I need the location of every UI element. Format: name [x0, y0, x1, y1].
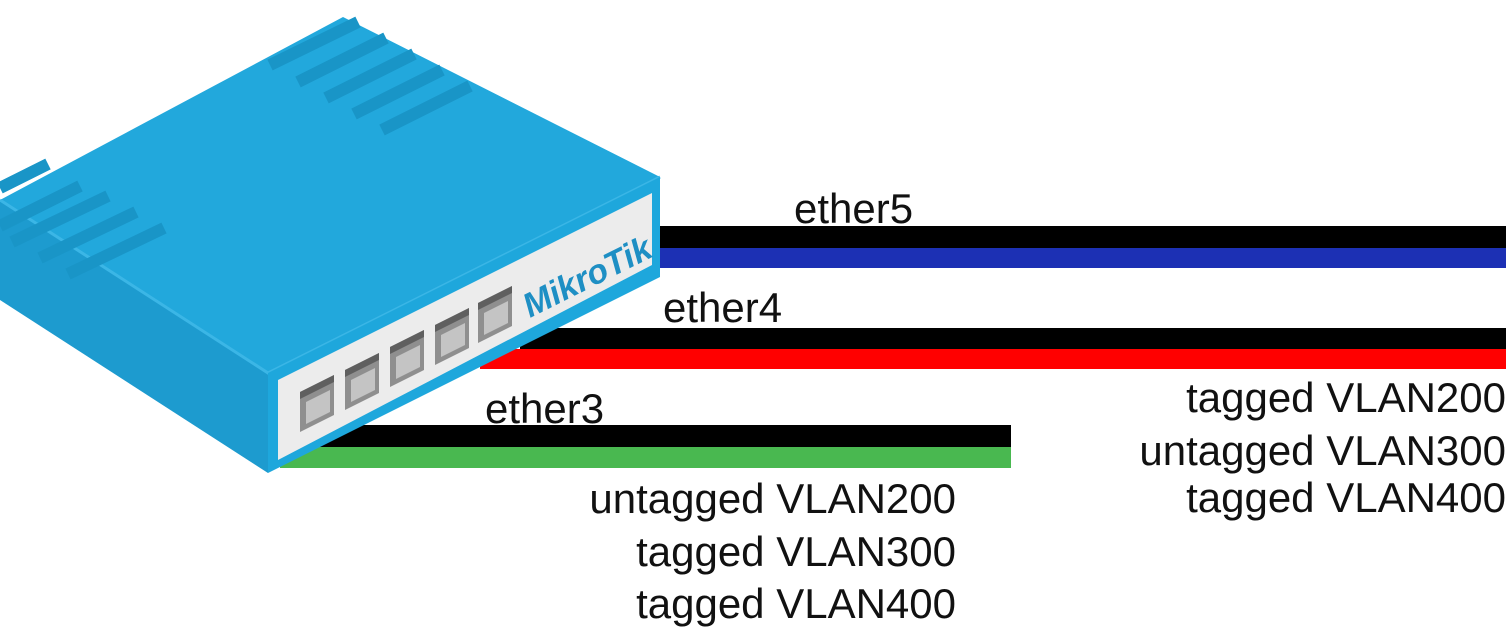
ether3-vlan-label: tagged VLAN300	[636, 528, 956, 575]
ether3-label: ether3	[485, 385, 605, 432]
ether4-label: ether4	[663, 284, 783, 331]
ether4-cable-black-stripe	[520, 328, 1506, 349]
ether4-vlan-label: untagged VLAN300	[1139, 427, 1506, 474]
port-icon	[435, 308, 469, 365]
ether4-cable	[480, 328, 1506, 369]
mikrotik-router: MikroTik	[0, 16, 661, 473]
ether3-cable-black-stripe	[310, 425, 1011, 447]
vent-slots-icon	[0, 16, 473, 280]
port-icon	[478, 286, 512, 343]
ether5-cable-blue-stripe	[640, 248, 1506, 268]
port-icon	[300, 375, 334, 432]
ether5-cable-black-stripe	[640, 226, 1506, 248]
ether4-vlan-label: tagged VLAN200	[1186, 374, 1506, 421]
ether3-vlan-label: untagged VLAN200	[589, 475, 956, 522]
ether5-label: ether5	[794, 185, 914, 232]
ether4-vlan-label: tagged VLAN400	[1186, 474, 1506, 521]
router-top-face	[0, 17, 660, 373]
ether3-cable-green-stripe	[280, 447, 1011, 468]
ether3-vlan-label: tagged VLAN400	[636, 580, 956, 627]
ether5-cable	[640, 226, 1506, 268]
ether4-cable-red-stripe	[480, 349, 1506, 369]
port-icon	[390, 330, 424, 387]
ethernet-ports	[300, 286, 512, 432]
ether3-cable	[280, 425, 1011, 468]
port-icon	[345, 353, 379, 410]
